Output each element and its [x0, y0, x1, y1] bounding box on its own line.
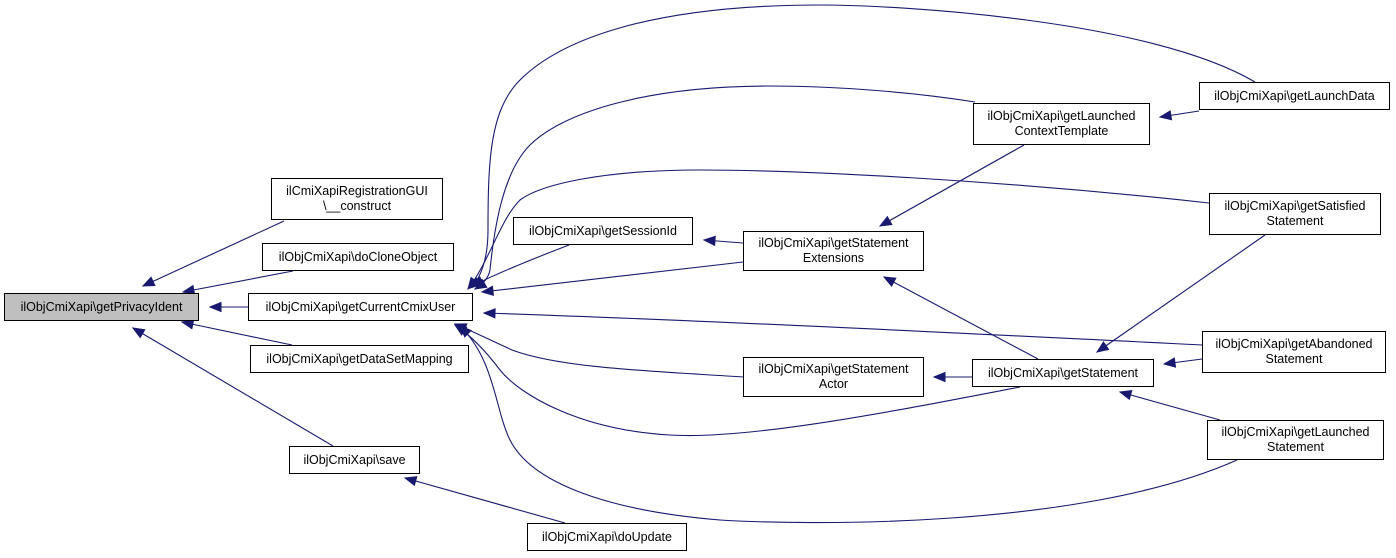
- node-label: ilObjCmiXapi\getLaunched Statement: [1221, 425, 1370, 454]
- node-label: ilObjCmiXapi\save: [303, 452, 406, 467]
- edge-getStatementExtensions-to-getSessionId: [702, 235, 744, 247]
- node-label: ilObjCmiXapi\getStatement Extensions: [758, 236, 909, 265]
- edge-line: [879, 144, 1025, 227]
- edge-getStatementActor-to-getCurrentCmixUser: [453, 323, 744, 378]
- node-label: ilObjCmiXapi\getLaunched ContextTemplate: [987, 109, 1136, 138]
- edge-getStatement-to-getCurrentCmixUser: [453, 324, 1021, 437]
- node-label: ilObjCmiXapi\getAbandoned Statement: [1215, 337, 1373, 366]
- edge-getStatement-to-getStatementActor: [932, 371, 972, 383]
- edge-getAbandonedStatement-to-getCurrentCmixUser: [482, 308, 1203, 346]
- node-get-statement-extensions[interactable]: ilObjCmiXapi\getStatement Extensions: [743, 231, 924, 271]
- arrowhead-icon: [1162, 357, 1177, 368]
- node-get-data-set-mapping[interactable]: ilObjCmiXapi\getDataSetMapping: [250, 345, 469, 373]
- arrowhead-icon: [473, 278, 488, 290]
- edge-line: [483, 312, 1203, 346]
- arrowhead-icon: [131, 327, 146, 339]
- edge-getAbandonedStatement-to-getStatement: [1162, 357, 1203, 368]
- node-get-current-cmix-user[interactable]: ilObjCmiXapi\getCurrentCmixUser: [248, 293, 473, 321]
- node-label: ilObjCmiXapi\getPrivacyIdent: [20, 299, 183, 314]
- edge-line: [404, 477, 566, 524]
- arrowhead-icon: [1095, 341, 1110, 353]
- arrowhead-icon: [459, 325, 472, 338]
- node-do-clone-object[interactable]: ilObjCmiXapi\doCloneObject: [262, 243, 454, 271]
- edge-line: [469, 4, 1256, 289]
- edge-getDataSetMapping-to-getPrivacyIdent: [180, 319, 293, 346]
- edge-getSatisfiedStatement-to-getStatement: [1095, 234, 1266, 353]
- node-label: ilObjCmiXapi\getDataSetMapping: [266, 351, 453, 366]
- node-label: ilObjCmiXapi\getStatement: [987, 365, 1139, 380]
- edge-getLaunchData-to-getLaunchedContextTemplate: [1158, 110, 1200, 121]
- arrowhead-icon: [878, 215, 893, 227]
- edge-line: [181, 321, 293, 346]
- edge-line: [1096, 234, 1266, 353]
- node-get-launched-statement[interactable]: ilObjCmiXapi\getLaunched Statement: [1207, 420, 1384, 460]
- edge-line: [132, 327, 334, 447]
- arrowhead-icon: [480, 285, 495, 296]
- arrowhead-icon: [180, 319, 195, 330]
- arrowhead-icon: [141, 276, 156, 287]
- node-get-statement-actor[interactable]: ilObjCmiXapi\getStatement Actor: [743, 357, 924, 397]
- edge-getStatementExtensions-to-getCurrentCmixUser: [480, 261, 744, 296]
- edge-save-to-getPrivacyIdent: [131, 327, 334, 447]
- node-reg-gui-construct[interactable]: ilCmiXapiRegistrationGUI \__construct: [271, 178, 443, 220]
- edge-line: [142, 220, 285, 287]
- node-label: ilObjCmiXapi\doCloneObject: [278, 249, 438, 264]
- edge-line: [182, 270, 294, 293]
- edge-line: [474, 85, 976, 290]
- arrowhead-icon: [208, 301, 222, 313]
- edge-line: [481, 261, 744, 293]
- node-do-update[interactable]: ilObjCmiXapi\doUpdate: [527, 523, 687, 551]
- edge-getSatisfiedStatement-to-getCurrentCmixUser: [467, 169, 1210, 291]
- edge-line: [454, 323, 744, 378]
- node-get-session-id[interactable]: ilObjCmiXapi\getSessionId: [513, 217, 693, 245]
- node-get-launched-context-template[interactable]: ilObjCmiXapi\getLaunched ContextTemplate: [973, 103, 1150, 145]
- node-label: ilObjCmiXapi\getStatement Actor: [758, 362, 909, 391]
- node-label: ilObjCmiXapi\doUpdate: [542, 529, 672, 544]
- node-label: ilObjCmiXapi\getCurrentCmixUser: [265, 299, 456, 314]
- edge-line: [467, 169, 1210, 290]
- node-get-launch-data[interactable]: ilObjCmiXapi\getLaunchData: [1199, 82, 1390, 110]
- edge-getLaunchedContextTemplate-to-getStatementExtensions: [878, 144, 1025, 227]
- edge-line: [1119, 391, 1221, 421]
- edge-getLaunchedStatement-to-getCurrentCmixUser: [459, 325, 1238, 524]
- edge-line: [883, 276, 1039, 360]
- edge-line: [459, 325, 1238, 524]
- node-get-statement[interactable]: ilObjCmiXapi\getStatement: [972, 359, 1154, 387]
- node-label: ilObjCmiXapi\getSessionId: [529, 223, 677, 238]
- arrowhead-icon: [1158, 110, 1173, 121]
- arrowhead-icon: [482, 308, 496, 319]
- arrowhead-icon: [467, 276, 480, 291]
- node-get-satisfied-statement[interactable]: ilObjCmiXapi\getSatisfied Statement: [1209, 193, 1381, 235]
- edge-getLaunchedStatement-to-getStatement: [1118, 390, 1221, 421]
- node-label: ilObjCmiXapi\getLaunchData: [1214, 88, 1375, 103]
- arrowhead-icon: [882, 276, 897, 288]
- node-save[interactable]: ilObjCmiXapi\save: [289, 446, 420, 474]
- node-label: ilObjCmiXapi\getSatisfied Statement: [1224, 199, 1366, 228]
- edge-getStatement-to-getStatementExtensions: [882, 276, 1039, 360]
- arrowhead-icon: [1118, 390, 1133, 401]
- edge-doUpdate-to-save: [403, 476, 566, 524]
- edge-regGuiConstruct-to-getPrivacyIdent: [141, 220, 285, 287]
- node-get-abandoned-statement[interactable]: ilObjCmiXapi\getAbandoned Statement: [1202, 331, 1386, 373]
- edge-line: [454, 324, 1021, 437]
- arrowhead-icon: [403, 476, 418, 487]
- node-label: ilCmiXapiRegistrationGUI \__construct: [286, 184, 428, 213]
- arrowhead-icon: [702, 235, 716, 247]
- edge-doCloneObject-to-getPrivacyIdent: [181, 270, 294, 295]
- arrowhead-icon: [932, 371, 946, 383]
- edge-getLaunchedContextTemplate-to-getCurrentCmixUser: [473, 85, 976, 290]
- edge-getCurrentCmixUser-to-getPrivacyIdent: [208, 301, 248, 313]
- node-get-privacy-ident: ilObjCmiXapi\getPrivacyIdent: [4, 293, 199, 321]
